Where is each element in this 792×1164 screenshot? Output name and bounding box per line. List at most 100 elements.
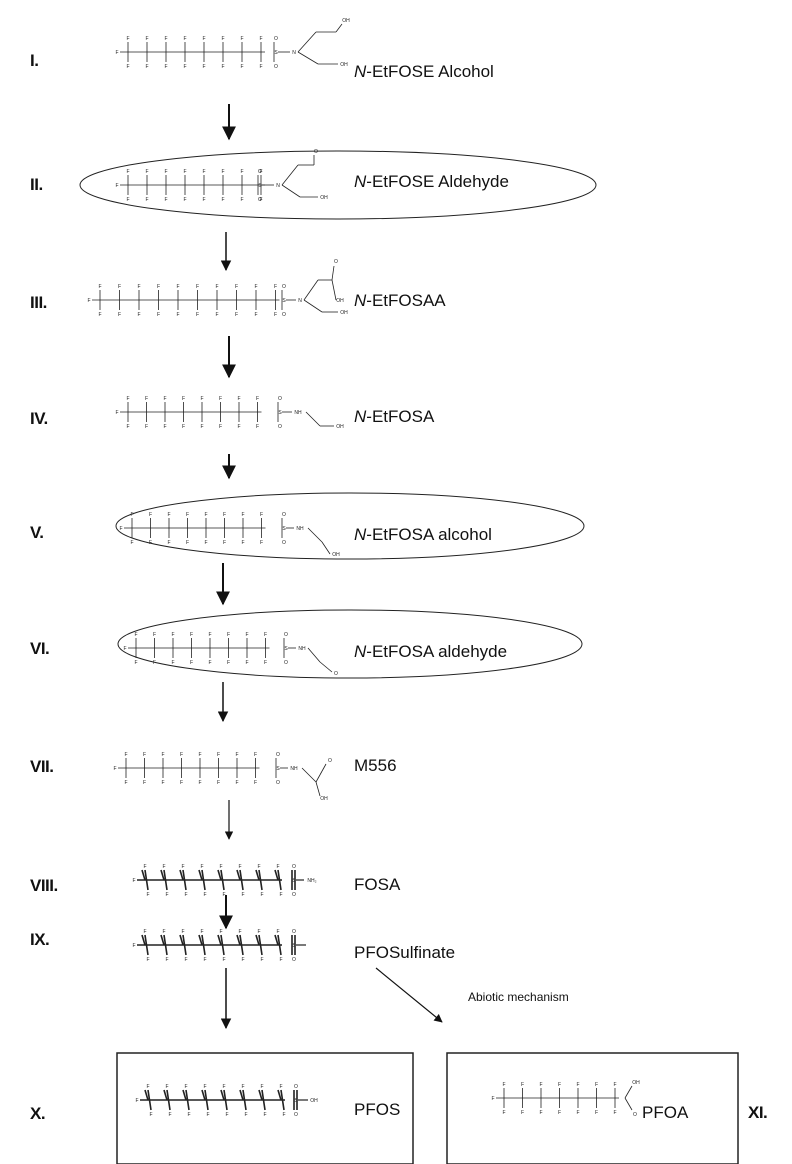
fluorine-label: F xyxy=(168,1112,171,1118)
fluorine-label: F xyxy=(164,169,167,175)
fluorine-label: F xyxy=(256,396,259,402)
c-f-bond xyxy=(160,934,165,946)
bond-line xyxy=(315,781,321,797)
fluorine-label: F xyxy=(558,1110,561,1116)
fluorine-label: F xyxy=(222,892,225,898)
sulfur-label: S xyxy=(274,50,278,56)
bond-line xyxy=(301,767,317,783)
c-f-bond xyxy=(160,869,165,881)
c-f-bond xyxy=(277,934,282,956)
fluorine-label: F xyxy=(134,660,137,666)
oxygen-label: O xyxy=(278,396,282,402)
fluorine-label: F xyxy=(254,284,257,290)
fluorine-label: F xyxy=(254,780,257,786)
fluorine-label: F xyxy=(171,632,174,638)
hydroxyl-label: OH xyxy=(310,1098,318,1104)
fluorine-label: F xyxy=(162,929,165,935)
fluorine-label: F xyxy=(260,512,263,518)
bond-line xyxy=(305,411,321,427)
oxygen-label: O xyxy=(334,259,338,265)
oxygen-label: O xyxy=(274,64,278,70)
hydroxyl-label: OH xyxy=(336,424,344,430)
fluorine-label: F xyxy=(200,864,203,870)
fluorine-label: F xyxy=(145,64,148,70)
fluorine-label: F xyxy=(202,64,205,70)
fluorine-label: F xyxy=(227,632,230,638)
fluorine-label: F xyxy=(132,943,135,949)
box-layer xyxy=(116,1052,739,1164)
oxygen-label: O xyxy=(276,752,280,758)
fluorine-label: F xyxy=(180,752,183,758)
fluorine-label: F xyxy=(215,312,218,318)
fluorine-label: F xyxy=(146,957,149,963)
fluorine-label: F xyxy=(180,780,183,786)
oxygen-label: O xyxy=(292,957,296,963)
fluorine-label: F xyxy=(219,424,222,430)
fluorine-label: F xyxy=(240,169,243,175)
fluorine-label: F xyxy=(126,36,129,42)
fluorine-label: F xyxy=(145,36,148,42)
fluorine-label: F xyxy=(613,1082,616,1088)
c-f-bond xyxy=(277,869,282,891)
c-f-bond xyxy=(236,869,241,881)
sulfur-label: S xyxy=(258,183,262,189)
bond-line xyxy=(307,647,321,663)
c-f-bond xyxy=(258,1089,263,1101)
fluorine-label: F xyxy=(203,957,206,963)
step-label-ix: IX. xyxy=(30,930,50,949)
fluorine-label: F xyxy=(238,929,241,935)
fluorine-label: F xyxy=(558,1082,561,1088)
fluorine-label: F xyxy=(137,284,140,290)
molecule-layer: F F F F F F F F F F F F F F F F F O O S N OH OH F F F F F F F F F F F F F F F… xyxy=(87,18,640,1118)
c-f-bond xyxy=(274,934,279,946)
fluorine-label: F xyxy=(115,183,118,189)
oxygen-label: O xyxy=(284,660,288,666)
step-label-vi: VI. xyxy=(30,639,50,658)
c-f-bond xyxy=(242,1089,247,1111)
fluorine-label: F xyxy=(502,1082,505,1088)
compound-name-viii: FOSA xyxy=(354,875,401,894)
fluorine-label: F xyxy=(240,197,243,203)
fluorine-label: F xyxy=(219,929,222,935)
fluorine-label: F xyxy=(260,892,263,898)
fluorine-label: F xyxy=(124,752,127,758)
fluorine-label: F xyxy=(183,169,186,175)
fluorine-label: F xyxy=(190,660,193,666)
fluorine-label: F xyxy=(223,540,226,546)
fluorine-label: F xyxy=(274,284,277,290)
fluorine-label: F xyxy=(132,878,135,884)
fluorine-label: F xyxy=(235,752,238,758)
fluorine-label: F xyxy=(184,957,187,963)
c-f-bond xyxy=(182,1089,187,1101)
compound-name-iv: N-EtFOSA xyxy=(354,407,435,426)
c-f-bond xyxy=(236,934,241,946)
fluorine-label: F xyxy=(118,284,121,290)
fluorine-label: F xyxy=(87,298,90,304)
c-f-bond xyxy=(217,934,222,946)
ellipse-vi xyxy=(117,609,583,679)
fluorine-label: F xyxy=(254,752,257,758)
fluorine-label: F xyxy=(145,396,148,402)
fluorine-label: F xyxy=(126,64,129,70)
fluorine-label: F xyxy=(240,64,243,70)
oxygen-label: O xyxy=(282,512,286,518)
fluorine-label: F xyxy=(259,169,262,175)
oxygen-label: O xyxy=(314,149,318,155)
oxygen-label: O xyxy=(276,780,280,786)
fluorine-label: F xyxy=(146,892,149,898)
fluorine-label: F xyxy=(186,540,189,546)
c-f-bond xyxy=(280,1089,285,1111)
arrow-ix-xi-abiotic xyxy=(375,967,443,1023)
amine-label: NH xyxy=(290,766,298,772)
fluorine-label: F xyxy=(237,396,240,402)
fluorine-label: F xyxy=(237,424,240,430)
c-f-bond xyxy=(220,934,225,956)
fluorine-label: F xyxy=(202,197,205,203)
fluorine-label: F xyxy=(153,632,156,638)
bond-line xyxy=(624,1097,633,1111)
sulfur-label: S xyxy=(292,943,296,949)
nitrogen-label: N xyxy=(298,298,302,304)
fluorine-label: F xyxy=(196,312,199,318)
step-label-v: V. xyxy=(30,523,44,542)
